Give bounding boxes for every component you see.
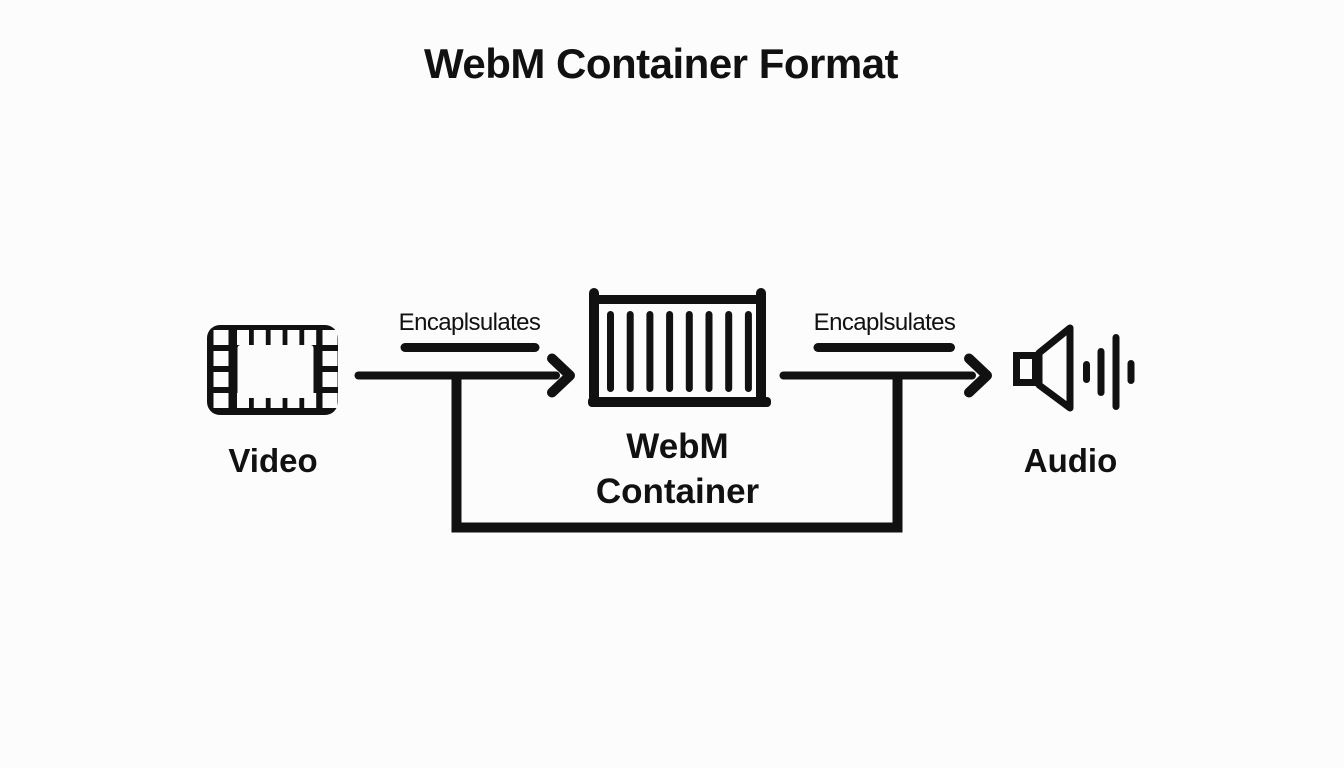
audio-node-label: Audio bbox=[1023, 442, 1118, 479]
diagram-title: WebM Container Format bbox=[423, 40, 899, 87]
arrow-video-to-container bbox=[354, 353, 575, 398]
container-label-line1: WebM bbox=[626, 427, 729, 466]
speaker-icon bbox=[1013, 324, 1135, 412]
film-strip-icon bbox=[207, 325, 338, 415]
container-ribs bbox=[607, 311, 752, 392]
shipping-container-icon bbox=[588, 288, 771, 407]
container-label-line2: Container bbox=[595, 472, 760, 511]
edge-label-video-container: Encaplsulates bbox=[398, 309, 541, 336]
sound-wave-bars bbox=[1083, 334, 1135, 410]
arrowhead-right-1 bbox=[547, 353, 575, 398]
arrow-container-to-audio bbox=[779, 353, 992, 398]
arrowhead-right-2 bbox=[964, 353, 992, 398]
feedback-loop-line bbox=[451, 375, 903, 533]
edge-label-container-audio: Encaplsulates bbox=[813, 309, 956, 336]
video-node-label: Video bbox=[228, 442, 318, 479]
container-node-label: WebM Container bbox=[596, 424, 759, 514]
